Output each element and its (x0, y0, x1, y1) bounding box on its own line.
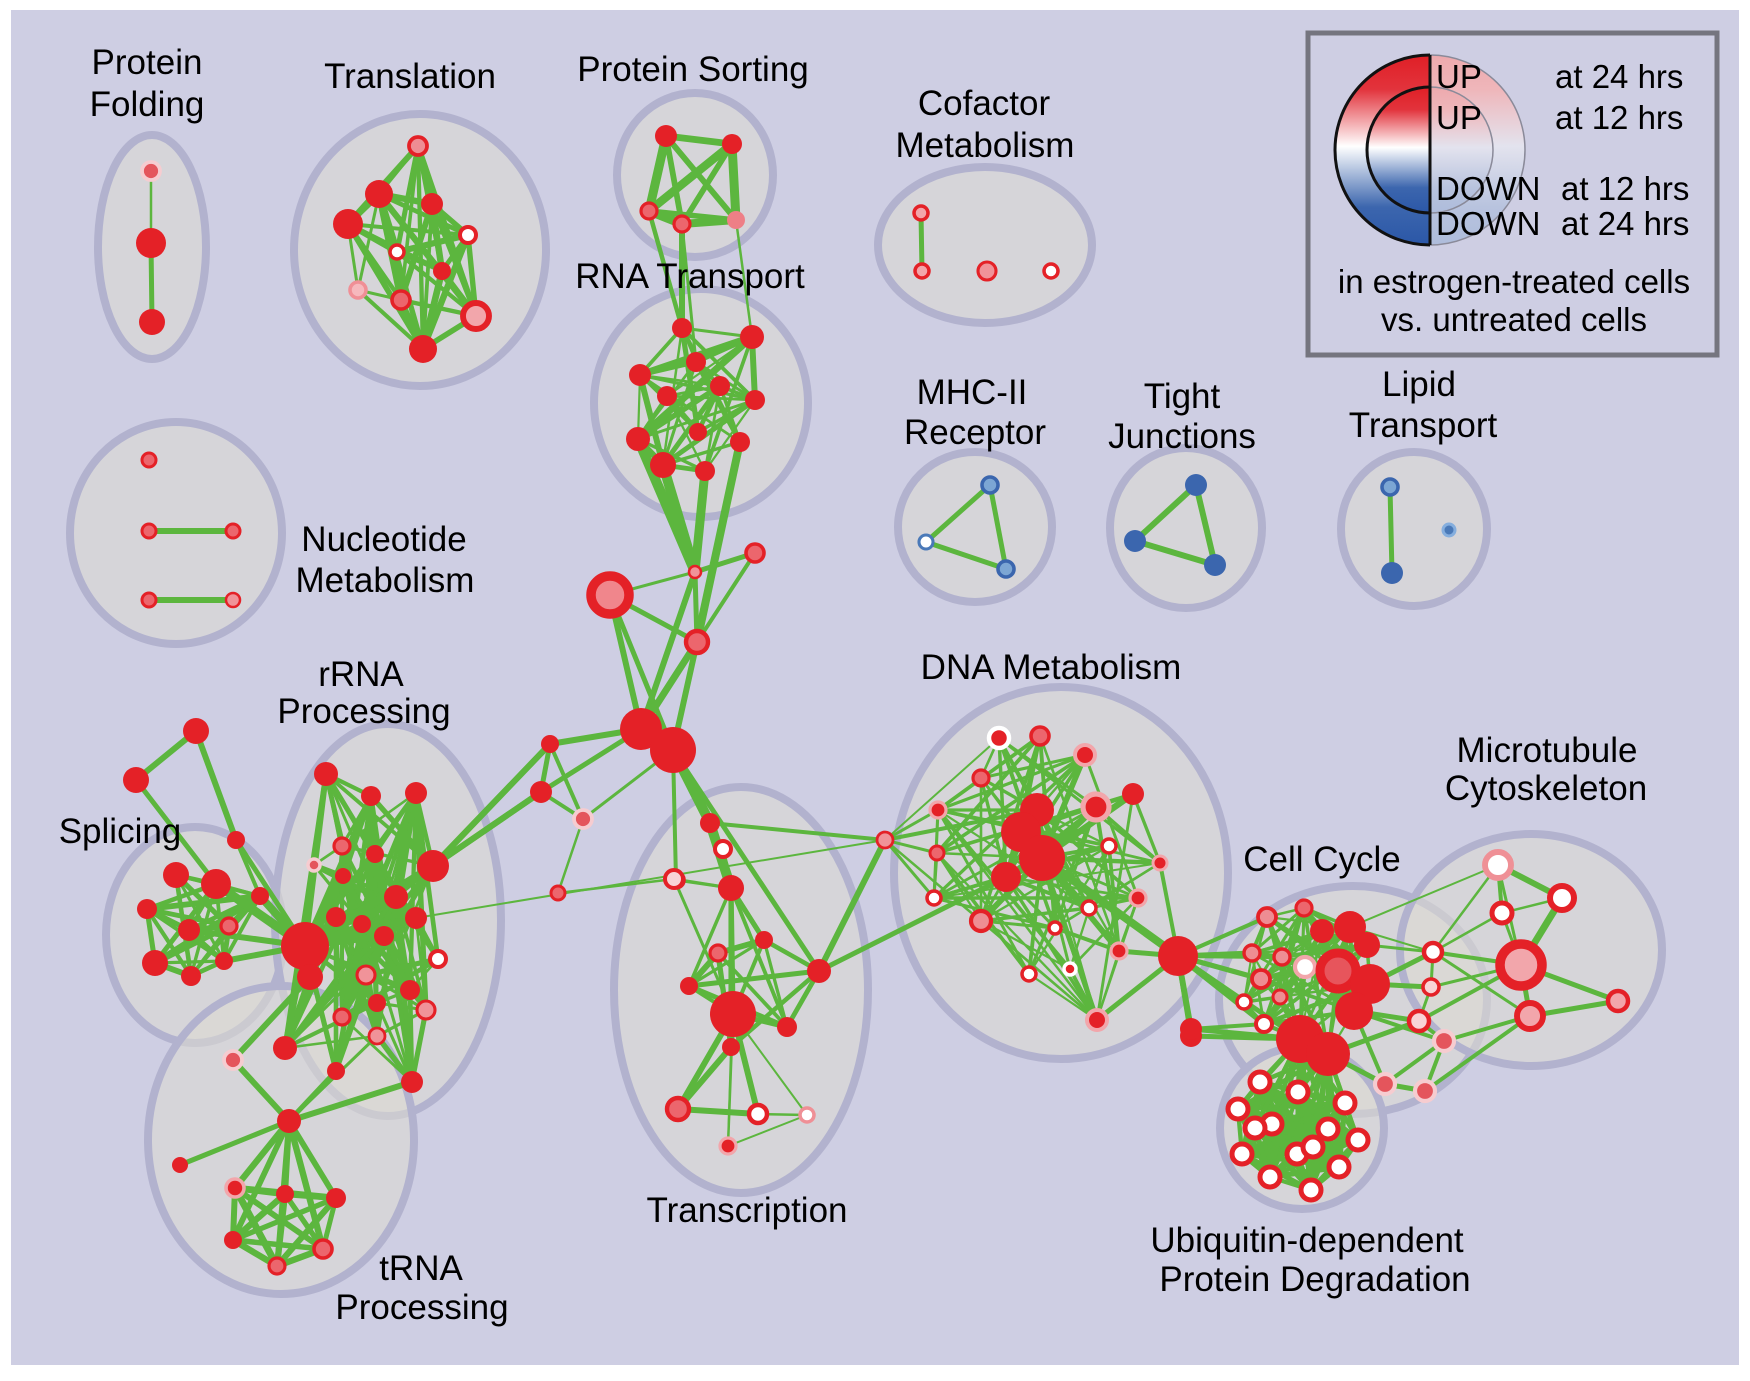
svg-text:Nucleotide: Nucleotide (301, 520, 466, 559)
svg-text:vs. untreated cells: vs. untreated cells (1381, 301, 1647, 338)
svg-text:at 24 hrs: at 24 hrs (1555, 58, 1683, 95)
svg-text:Folding: Folding (90, 85, 205, 124)
svg-text:RNA Transport: RNA Transport (575, 257, 805, 296)
svg-text:DOWN: DOWN (1436, 205, 1540, 242)
svg-text:Transport: Transport (1349, 406, 1498, 445)
svg-text:Junctions: Junctions (1108, 417, 1256, 456)
svg-text:Processing: Processing (335, 1288, 508, 1327)
svg-text:Cell Cycle: Cell Cycle (1243, 840, 1401, 879)
svg-text:Processing: Processing (277, 692, 450, 731)
svg-text:Translation: Translation (324, 57, 496, 96)
svg-text:Transcription: Transcription (647, 1191, 848, 1230)
svg-text:tRNA: tRNA (379, 1249, 463, 1288)
svg-text:at 12 hrs: at 12 hrs (1561, 170, 1689, 207)
svg-text:at 24 hrs: at 24 hrs (1561, 205, 1689, 242)
svg-text:Metabolism: Metabolism (296, 561, 475, 600)
svg-text:Cytoskeleton: Cytoskeleton (1445, 769, 1647, 808)
svg-text:at 12 hrs: at 12 hrs (1555, 99, 1683, 136)
svg-text:UP: UP (1436, 58, 1482, 95)
svg-text:rRNA: rRNA (318, 655, 404, 694)
svg-text:Ubiquitin-dependent: Ubiquitin-dependent (1150, 1221, 1464, 1260)
svg-text:Splicing: Splicing (59, 812, 182, 851)
svg-text:Protein: Protein (92, 43, 203, 82)
svg-text:Lipid: Lipid (1382, 365, 1456, 404)
svg-text:DOWN: DOWN (1436, 170, 1540, 207)
svg-text:UP: UP (1436, 99, 1482, 136)
svg-text:Protein Sorting: Protein Sorting (577, 50, 809, 89)
svg-text:in estrogen-treated cells: in estrogen-treated cells (1338, 263, 1690, 300)
svg-text:Tight: Tight (1144, 377, 1221, 416)
svg-text:MHC-II: MHC-II (917, 373, 1028, 412)
svg-text:Receptor: Receptor (904, 413, 1046, 452)
svg-text:Metabolism: Metabolism (896, 126, 1075, 165)
svg-text:DNA Metabolism: DNA Metabolism (921, 648, 1182, 687)
svg-text:Microtubule: Microtubule (1457, 731, 1638, 770)
svg-text:Protein Degradation: Protein Degradation (1159, 1260, 1470, 1299)
svg-text:Cofactor: Cofactor (918, 84, 1051, 123)
